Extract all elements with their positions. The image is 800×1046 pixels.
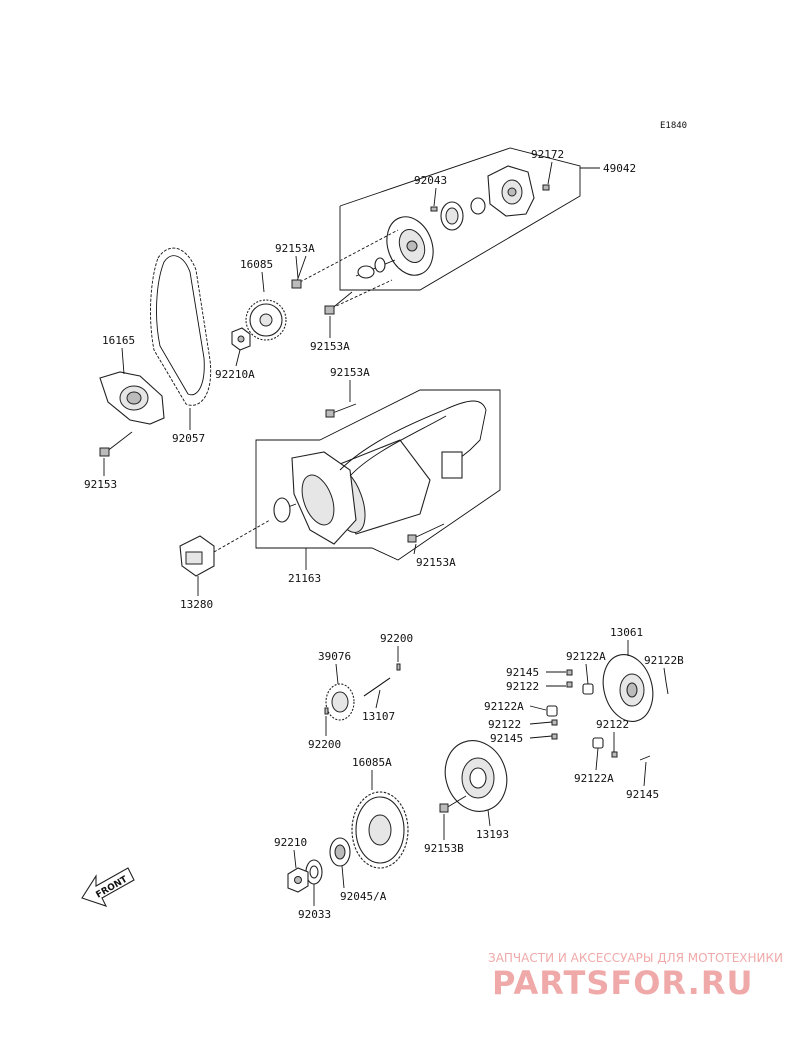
idle-gear-39076 [325,683,355,721]
part-label-92153B: 92153B [424,842,464,855]
part-label-92172: 92172 [531,148,564,161]
part-label-92122A-middle: 92122A [484,700,524,713]
rollers-and-springs [546,669,669,761]
part-label-92153A-motor-bottom: 92153A [416,556,456,569]
part-label-92145-middle: 92145 [490,732,523,745]
sprocket-16085 [245,299,287,341]
part-label-16165: 16165 [102,334,135,347]
part-label-92057: 92057 [172,432,205,445]
part-label-92122-middle: 92122 [488,718,521,731]
part-label-92153A-motor-top: 92153A [330,366,370,379]
front-direction-arrow: FRONT [81,867,135,907]
part-label-49042: 49042 [603,162,636,175]
part-label-13107: 13107 [362,710,395,723]
part-label-92045A: 92045/A [340,890,387,903]
watermark-tagline: ЗАПЧАСТИ И АКСЕССУАРЫ ДЛЯ МОТОТЕХНИКИ [488,951,783,965]
relay-13280 [179,535,215,577]
part-label-92153A-upper: 92153A [275,242,315,255]
chain-92057 [150,247,212,406]
part-label-13193: 13193 [476,828,509,841]
part-label-92122-upper: 92122 [506,680,539,693]
part-label-92200-top: 92200 [380,632,413,645]
starter-motor-assembly [213,389,501,561]
oil-pump-assembly [291,147,600,315]
starter-clutch-13061 [602,654,654,722]
nut-92210A [231,327,251,351]
watermark-logo: PARTSFOR.RU [492,964,753,1002]
part-label-92033: 92033 [298,908,331,921]
clutch-housing-13193 [439,740,508,813]
part-label-92145-upper: 92145 [506,666,539,679]
part-label-92122A-lower: 92122A [574,772,614,785]
part-label-92153A-lower: 92153A [310,340,350,353]
part-label-92153: 92153 [84,478,117,491]
part-label-16085: 16085 [240,258,273,271]
part-label-21163: 21163 [288,572,321,585]
part-label-92145-lower: 92145 [626,788,659,801]
part-label-92043: 92043 [414,174,447,187]
shaft-13107 [363,677,391,697]
diagram-code: E1840 [660,121,687,131]
watermark: ЗАПЧАСТИ И АКСЕССУАРЫ ДЛЯ МОТОТЕХНИКИ PA… [488,951,783,1002]
part-label-92210: 92210 [274,836,307,849]
starter-driven-gear-16085A [351,791,409,869]
part-label-92122B: 92122B [644,654,684,667]
part-label-92122A-upper: 92122A [566,650,606,663]
part-label-39076: 39076 [318,650,351,663]
part-label-92200-bottom: 92200 [308,738,341,751]
part-label-92210A: 92210A [215,368,255,381]
chain-guide-16165 [99,371,165,425]
part-label-13280: 13280 [180,598,213,611]
nut-92210 [287,867,309,893]
part-label-16085A: 16085A [352,756,392,769]
bolt-92153 [99,431,133,457]
part-label-13061: 13061 [610,626,643,639]
part-label-92122-right: 92122 [596,718,629,731]
bearing-92045 [329,837,351,867]
